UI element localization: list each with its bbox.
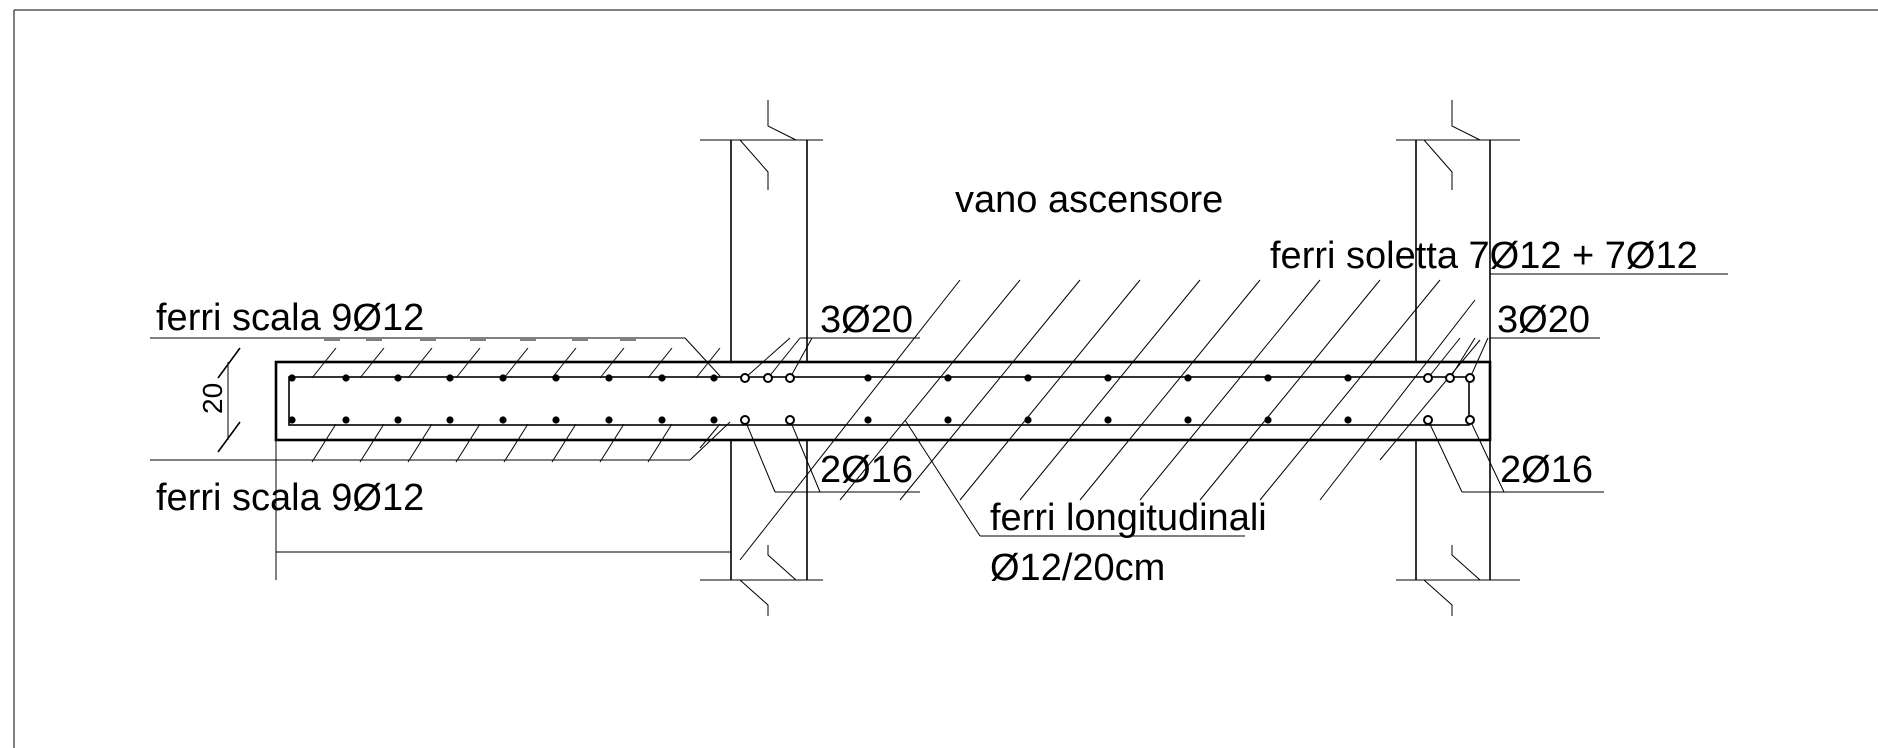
rebar-dot	[1104, 416, 1112, 424]
rebar-dot	[1264, 416, 1272, 424]
thickness-dimension	[217, 347, 241, 453]
right-wall	[1396, 100, 1520, 616]
rebar-ring	[1423, 415, 1433, 425]
stair-hatching	[311, 339, 721, 463]
slab-bars-label: ferri soletta 7Ø12 + 7Ø12	[1270, 235, 1698, 277]
rebar-dot	[944, 416, 952, 424]
bottom-bars-right-label: 2Ø16	[1500, 449, 1593, 491]
rebar-dot	[864, 416, 872, 424]
rebar-dot	[1184, 416, 1192, 424]
rebar-dot	[710, 416, 718, 424]
stair-bars-top-label: ferri scala 9Ø12	[156, 297, 424, 339]
rebar-dot	[605, 374, 613, 382]
rebar-dot	[1104, 374, 1112, 382]
rebar-dot	[552, 416, 560, 424]
rebar-dot	[446, 416, 454, 424]
rebar-dot	[394, 416, 402, 424]
slab-hatching	[739, 279, 1481, 561]
rebar-dot	[710, 374, 718, 382]
rebar-dot	[1344, 416, 1352, 424]
top-bars-left-label: 3Ø20	[820, 299, 913, 341]
rebar-dot	[1024, 374, 1032, 382]
rebar-dot	[658, 416, 666, 424]
rebar-dot	[552, 374, 560, 382]
drawing-frame	[13, 9, 1878, 748]
room-label: vano ascensore	[955, 179, 1223, 221]
rebar-dot	[1184, 374, 1192, 382]
leader-lines	[150, 273, 1728, 537]
rebar-top-row	[288, 373, 1475, 383]
rebar-dot	[499, 416, 507, 424]
rebar-ring	[785, 415, 795, 425]
top-bars-right-label: 3Ø20	[1497, 299, 1590, 341]
rebar-dot	[288, 374, 296, 382]
rebar-ring	[763, 373, 773, 383]
rebar-ring	[740, 415, 750, 425]
rebar-bottom-row	[288, 415, 1475, 425]
labels: vano ascensore ferri soletta 7Ø12 + 7Ø12…	[156, 179, 1698, 589]
rebar-ring	[1445, 373, 1455, 383]
thickness-dimension-label: 20	[197, 383, 228, 414]
slab-section	[274, 360, 1492, 580]
rebar-dot	[1344, 374, 1352, 382]
rebar-dot	[605, 416, 613, 424]
bottom-bars-left-label: 2Ø16	[820, 449, 913, 491]
rebar-ring	[1465, 373, 1475, 383]
rebar-dot	[864, 374, 872, 382]
rebar-dot	[394, 374, 402, 382]
rebar-ring	[1423, 373, 1433, 383]
rebar-dot	[1024, 416, 1032, 424]
rebar-ring	[740, 373, 750, 383]
rebar-dot	[342, 374, 350, 382]
rebar-dot	[342, 416, 350, 424]
longitudinal-label-line2: Ø12/20cm	[990, 547, 1165, 589]
rebar-dot	[1264, 374, 1272, 382]
rebar-dot	[499, 374, 507, 382]
left-wall	[700, 100, 823, 616]
rebar-dot	[944, 374, 952, 382]
stair-bars-bottom-label: ferri scala 9Ø12	[156, 477, 424, 519]
rebar-ring	[785, 373, 795, 383]
longitudinal-label-line1: ferri longitudinali	[990, 497, 1267, 539]
rebar-dot	[446, 374, 454, 382]
rebar-dot	[658, 374, 666, 382]
rebar-ring	[1465, 415, 1475, 425]
rebar-dot	[288, 416, 296, 424]
